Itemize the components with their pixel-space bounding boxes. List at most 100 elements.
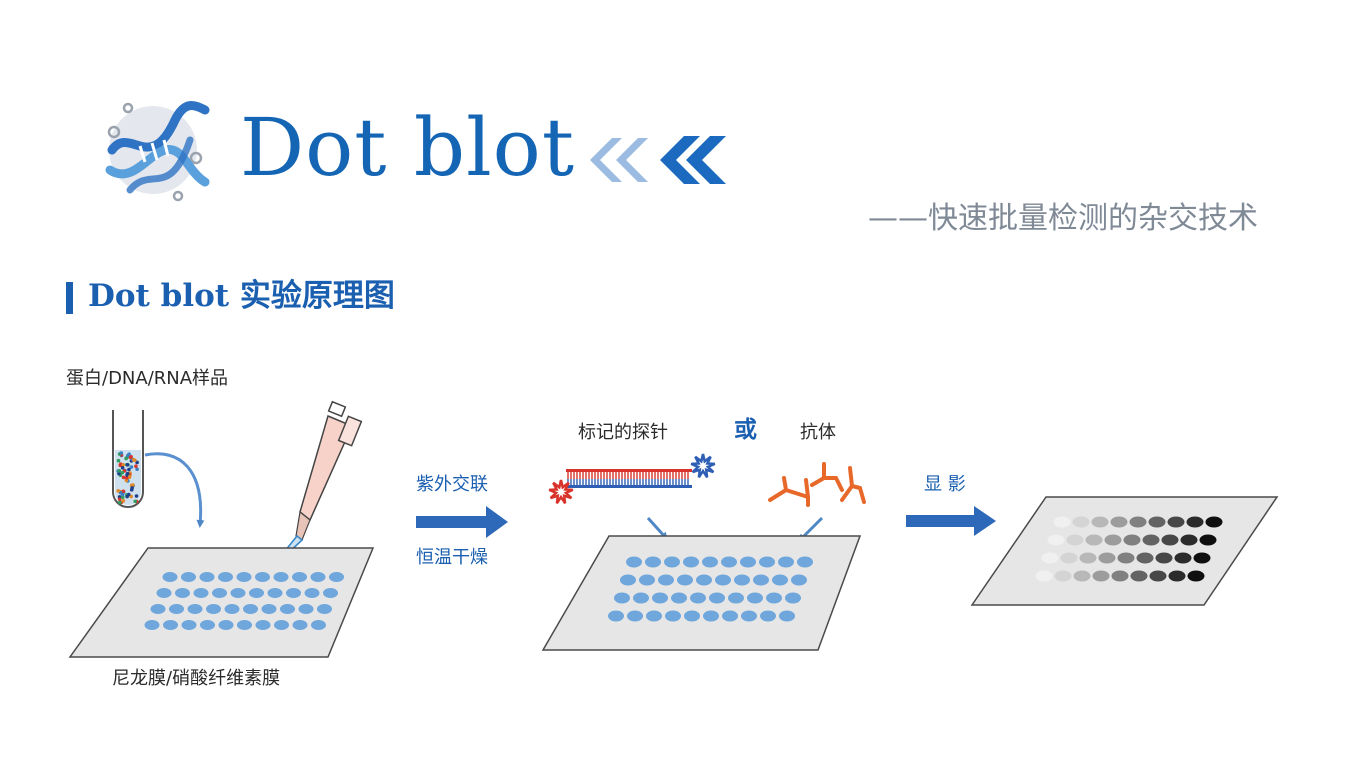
membrane-dot xyxy=(1035,570,1053,582)
membrane-3-dots xyxy=(1035,516,1223,582)
section-title: Dot blot 实验原理图 xyxy=(88,281,395,312)
membrane-dot xyxy=(1111,570,1129,582)
membrane-dot xyxy=(690,592,706,604)
membrane-dot xyxy=(741,610,757,622)
membrane-dot xyxy=(181,620,197,630)
develop-label: 显 影 xyxy=(924,474,966,495)
membrane-dot xyxy=(1054,570,1072,582)
membrane-1-dots xyxy=(144,572,344,630)
membrane-dot xyxy=(721,556,737,568)
membrane-dot xyxy=(728,592,744,604)
membrane-1 xyxy=(68,547,375,658)
membrane-dot xyxy=(304,588,320,598)
probe-label: 标记的探针 xyxy=(578,422,668,443)
membrane-dot xyxy=(212,588,227,598)
membrane-dot xyxy=(311,620,326,630)
membrane-dot xyxy=(292,620,308,630)
membrane-dot xyxy=(772,574,788,586)
membrane-dot xyxy=(323,588,338,598)
page-title: Dot blot xyxy=(240,101,575,194)
membrane-dot xyxy=(317,604,332,614)
membrane-label: 尼龙膜/硝酸纤维素膜 xyxy=(112,668,281,689)
membrane-dot xyxy=(797,556,813,568)
membrane-dot xyxy=(759,556,775,568)
membrane-dot xyxy=(747,592,763,604)
membrane-dot xyxy=(753,574,769,586)
test-tube-icon xyxy=(112,410,144,508)
membrane-dot xyxy=(292,572,307,582)
membrane-dot xyxy=(1072,516,1090,528)
section-accent-bar xyxy=(66,282,73,314)
membrane-dot xyxy=(274,620,289,630)
membrane-dot xyxy=(1060,552,1078,564)
membrane-2 xyxy=(541,535,862,651)
membrane-dot xyxy=(144,620,160,630)
membrane-dot xyxy=(779,610,795,622)
membrane-dot xyxy=(702,556,718,568)
dry-label: 恒温干燥 xyxy=(416,547,488,568)
section-title-en: Dot blot xyxy=(88,278,230,314)
membrane-dot xyxy=(658,574,674,586)
burst-star-icon xyxy=(548,453,716,504)
membrane-dot xyxy=(1186,516,1204,528)
membrane-dot xyxy=(684,610,700,622)
membrane-dot xyxy=(652,592,668,604)
membrane-dot xyxy=(1104,534,1122,546)
membrane-dot xyxy=(261,604,277,614)
transfer-arrow xyxy=(144,452,205,528)
membrane-dot xyxy=(1148,516,1166,528)
membrane-dot xyxy=(671,592,687,604)
membrane-dot xyxy=(273,572,289,582)
membrane-dot xyxy=(1110,516,1128,528)
membrane-dot xyxy=(696,574,712,586)
membrane-dot xyxy=(614,592,630,604)
membrane-dot xyxy=(1091,516,1109,528)
membrane-dot xyxy=(1155,552,1173,564)
membrane-dot xyxy=(1193,552,1211,564)
membrane-dot xyxy=(646,610,662,622)
sample-label: 蛋白/DNA/RNA样品 xyxy=(66,368,229,389)
membrane-dot xyxy=(1092,570,1110,582)
membrane-dot xyxy=(1117,552,1135,564)
probe-down-arrow xyxy=(646,516,669,541)
membrane-dot xyxy=(1129,516,1147,528)
arrow-right-icon xyxy=(906,506,996,536)
membrane-dot xyxy=(218,620,234,630)
membrane-dot xyxy=(156,588,172,598)
membrane-dot xyxy=(709,592,725,604)
membrane-dot xyxy=(236,572,252,582)
membrane-dot xyxy=(243,604,258,614)
membrane-dot xyxy=(608,610,624,622)
membrane-dot xyxy=(255,572,270,582)
membrane-2-dots xyxy=(608,556,813,622)
membrane-dot xyxy=(1085,534,1103,546)
dna-helix-icon xyxy=(105,101,210,202)
membrane-3 xyxy=(970,496,1279,606)
membrane-dot xyxy=(639,574,655,586)
membrane-dot xyxy=(1053,516,1071,528)
membrane-dot xyxy=(766,592,782,604)
membrane-dot xyxy=(286,588,301,598)
membrane-dot xyxy=(703,610,719,622)
pipette-icon xyxy=(267,400,363,573)
antibody-label: 抗体 xyxy=(800,422,836,443)
membrane-dot xyxy=(1174,552,1192,564)
antibody-y-icon xyxy=(768,462,866,507)
arrow-right-icon xyxy=(416,506,508,538)
membrane-dot xyxy=(626,556,642,568)
membrane-dot xyxy=(740,556,756,568)
membrane-dot xyxy=(1205,516,1223,528)
membrane-dot xyxy=(633,592,649,604)
membrane-dot xyxy=(677,574,693,586)
membrane-dot xyxy=(310,572,326,582)
membrane-dot xyxy=(224,604,240,614)
membrane-dot xyxy=(162,572,178,582)
membrane-dot xyxy=(1066,534,1084,546)
page-subtitle: ——快速批量检测的杂交技术 xyxy=(868,201,1258,236)
membrane-dot xyxy=(329,572,344,582)
section-title-cn: 实验原理图 xyxy=(239,278,395,314)
membrane-dot xyxy=(175,588,190,598)
membrane-dot xyxy=(627,610,643,622)
membrane-dot xyxy=(1199,534,1217,546)
